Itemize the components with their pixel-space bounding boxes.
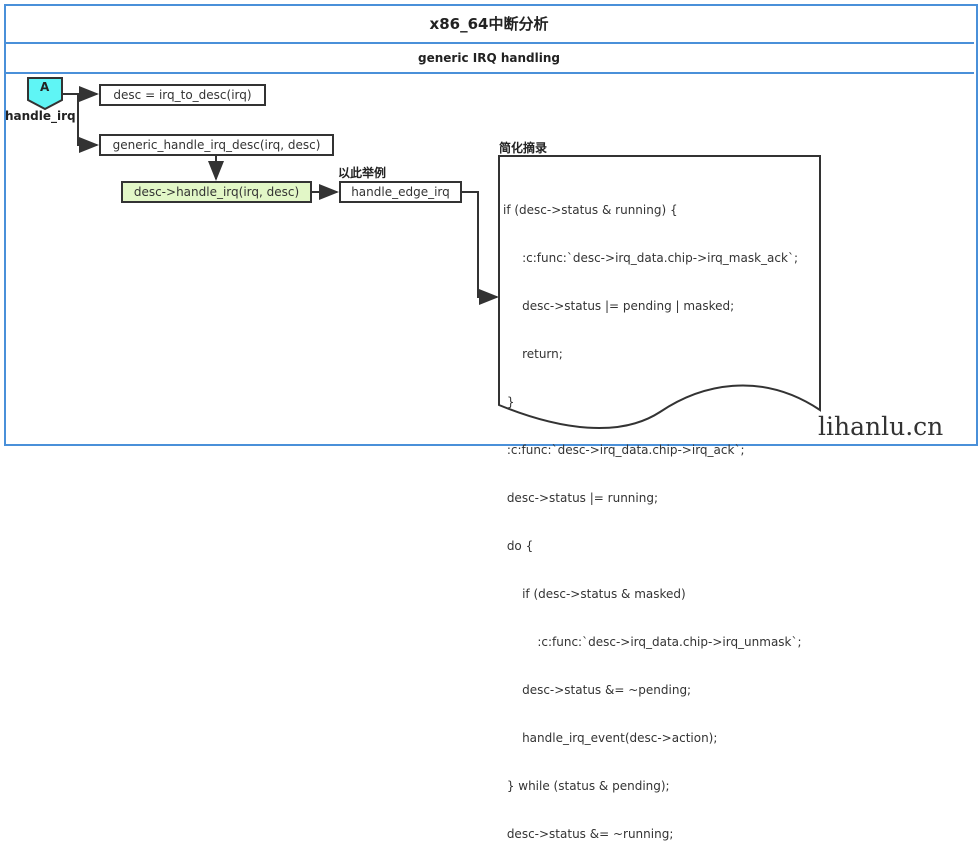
code-line: do { bbox=[503, 539, 534, 553]
code-line: } bbox=[503, 395, 515, 409]
code-line: desc->status &= ~running; bbox=[503, 827, 674, 841]
code-line: return; bbox=[503, 347, 563, 361]
diagram-frame bbox=[4, 4, 978, 446]
code-line: if (desc->status & masked) bbox=[503, 587, 686, 601]
start-node-shape bbox=[27, 77, 63, 111]
arrow-to-excerpt bbox=[462, 191, 499, 305]
code-line: handle_irq_event(desc->action); bbox=[503, 731, 718, 745]
arrow-to-generic-handle bbox=[77, 94, 99, 153]
handle-irq-node[interactable]: desc->handle_irq(irq, desc) bbox=[121, 181, 312, 203]
code-excerpt: if (desc->status & running) { :c:func:`d… bbox=[503, 170, 802, 858]
start-node-label: handle_irq bbox=[5, 109, 76, 123]
code-line: } while (status & pending); bbox=[503, 779, 670, 793]
section-title: generic IRQ handling bbox=[4, 44, 974, 74]
code-line: :c:func:`desc->irq_data.chip->irq_ack`; bbox=[503, 443, 745, 457]
code-line: :c:func:`desc->irq_data.chip->irq_unmask… bbox=[503, 635, 802, 649]
generic-handle-irq-desc-node[interactable]: generic_handle_irq_desc(irq, desc) bbox=[99, 134, 334, 156]
watermark: lihanlu.cn bbox=[818, 412, 944, 441]
code-line: if (desc->status & running) { bbox=[503, 203, 678, 217]
start-node-letter: A bbox=[40, 80, 50, 94]
diagram-title: x86_64中断分析 bbox=[4, 4, 974, 44]
code-line: desc->status |= pending | masked; bbox=[503, 299, 735, 313]
excerpt-document-shape bbox=[498, 155, 821, 430]
handle-edge-irq-node[interactable]: handle_edge_irq bbox=[339, 181, 462, 203]
irq-to-desc-node[interactable]: desc = irq_to_desc(irq) bbox=[99, 84, 266, 106]
code-line: desc->status |= running; bbox=[503, 491, 658, 505]
code-line: desc->status &= ~pending; bbox=[503, 683, 692, 697]
connectors bbox=[27, 77, 821, 430]
excerpt-label: 简化摘录 bbox=[499, 141, 548, 155]
example-label: 以此举例 bbox=[338, 166, 387, 180]
code-line: :c:func:`desc->irq_data.chip->irq_mask_a… bbox=[503, 251, 798, 265]
